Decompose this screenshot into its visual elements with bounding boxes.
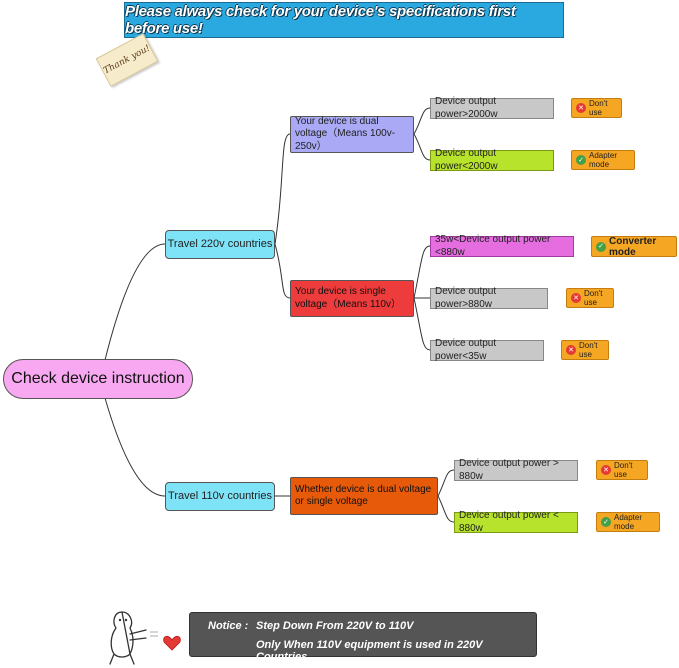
check-output-high: Device output power > 880w bbox=[454, 458, 578, 482]
single-low-result: ✕ Don't use bbox=[561, 340, 609, 360]
dual-high-result: ✕ Don't use bbox=[571, 98, 622, 118]
travel-110-label: Travel 110v countries bbox=[168, 489, 272, 502]
dual-output-low: Device output power<2000w bbox=[430, 148, 554, 172]
single-voltage-node: Your device is single voltage（Means 110v… bbox=[290, 280, 414, 317]
notice-title: Notice : bbox=[208, 620, 249, 632]
dual-voltage-node: Your device is dual voltage（Means 100v-2… bbox=[290, 116, 414, 153]
dual-voltage-label: Your device is dual voltage（Means 100v-2… bbox=[295, 115, 396, 152]
dual-low-result: ✓ Adapter mode bbox=[571, 150, 635, 170]
link-single-a bbox=[413, 245, 431, 299]
travel-220-label: Travel 220v countries bbox=[167, 237, 273, 250]
warning-banner: Please always check for your device's sp… bbox=[124, 2, 564, 38]
link-220-single bbox=[274, 243, 291, 299]
check-icon: ✓ bbox=[596, 241, 606, 252]
cross-icon: ✕ bbox=[601, 465, 611, 475]
single-mid-result: ✓ Converter mode bbox=[591, 236, 677, 258]
check-icon: ✓ bbox=[576, 155, 586, 165]
link-root-220 bbox=[104, 243, 166, 361]
check-high-result: ✕ Don't use bbox=[596, 460, 648, 480]
link-check-a bbox=[437, 469, 455, 497]
link-single-c bbox=[413, 297, 431, 351]
link-root-110 bbox=[104, 397, 166, 497]
notice-line-1: Step Down From 220V to 110V bbox=[256, 620, 414, 632]
travel-220-node: Travel 220v countries bbox=[165, 230, 275, 259]
character-illustration bbox=[109, 611, 181, 665]
link-check-b bbox=[437, 495, 455, 523]
single-output-low: Device output power<35w bbox=[430, 338, 544, 362]
single-output-high: Device output power>880w bbox=[430, 286, 548, 310]
cross-icon: ✕ bbox=[576, 103, 586, 113]
dual-or-single-label: Whether device is dual voltage or single… bbox=[295, 483, 432, 508]
cross-icon: ✕ bbox=[566, 345, 576, 355]
dual-or-single-node: Whether device is dual voltage or single… bbox=[290, 477, 438, 515]
link-dual-a bbox=[413, 107, 431, 135]
heart-icon bbox=[163, 636, 181, 651]
single-voltage-label: Your device is single voltage（Means 110v… bbox=[295, 286, 401, 310]
root-label: Check device instruction bbox=[11, 370, 185, 387]
link-220-dual bbox=[274, 133, 291, 245]
banner-text: Please always check for your device's sp… bbox=[125, 3, 516, 37]
dual-output-high: Device output power>2000w bbox=[430, 96, 554, 120]
notice-box: Notice : Step Down From 220V to 110V Onl… bbox=[189, 612, 537, 663]
cross-icon: ✕ bbox=[571, 293, 581, 303]
travel-110-node: Travel 110v countries bbox=[165, 482, 275, 511]
single-output-mid: 35w<Device output power <880w bbox=[430, 234, 574, 258]
link-dual-b bbox=[413, 133, 431, 161]
check-icon: ✓ bbox=[601, 517, 611, 527]
notice-line-2: Only When 110V equipment is used in 220V… bbox=[256, 639, 483, 663]
root-node: Check device instruction bbox=[3, 359, 193, 399]
single-high-result: ✕ Don't use bbox=[566, 288, 614, 308]
check-low-result: ✓ Adapter mode bbox=[596, 512, 660, 532]
check-output-low: Device output power < 880w bbox=[454, 510, 578, 534]
